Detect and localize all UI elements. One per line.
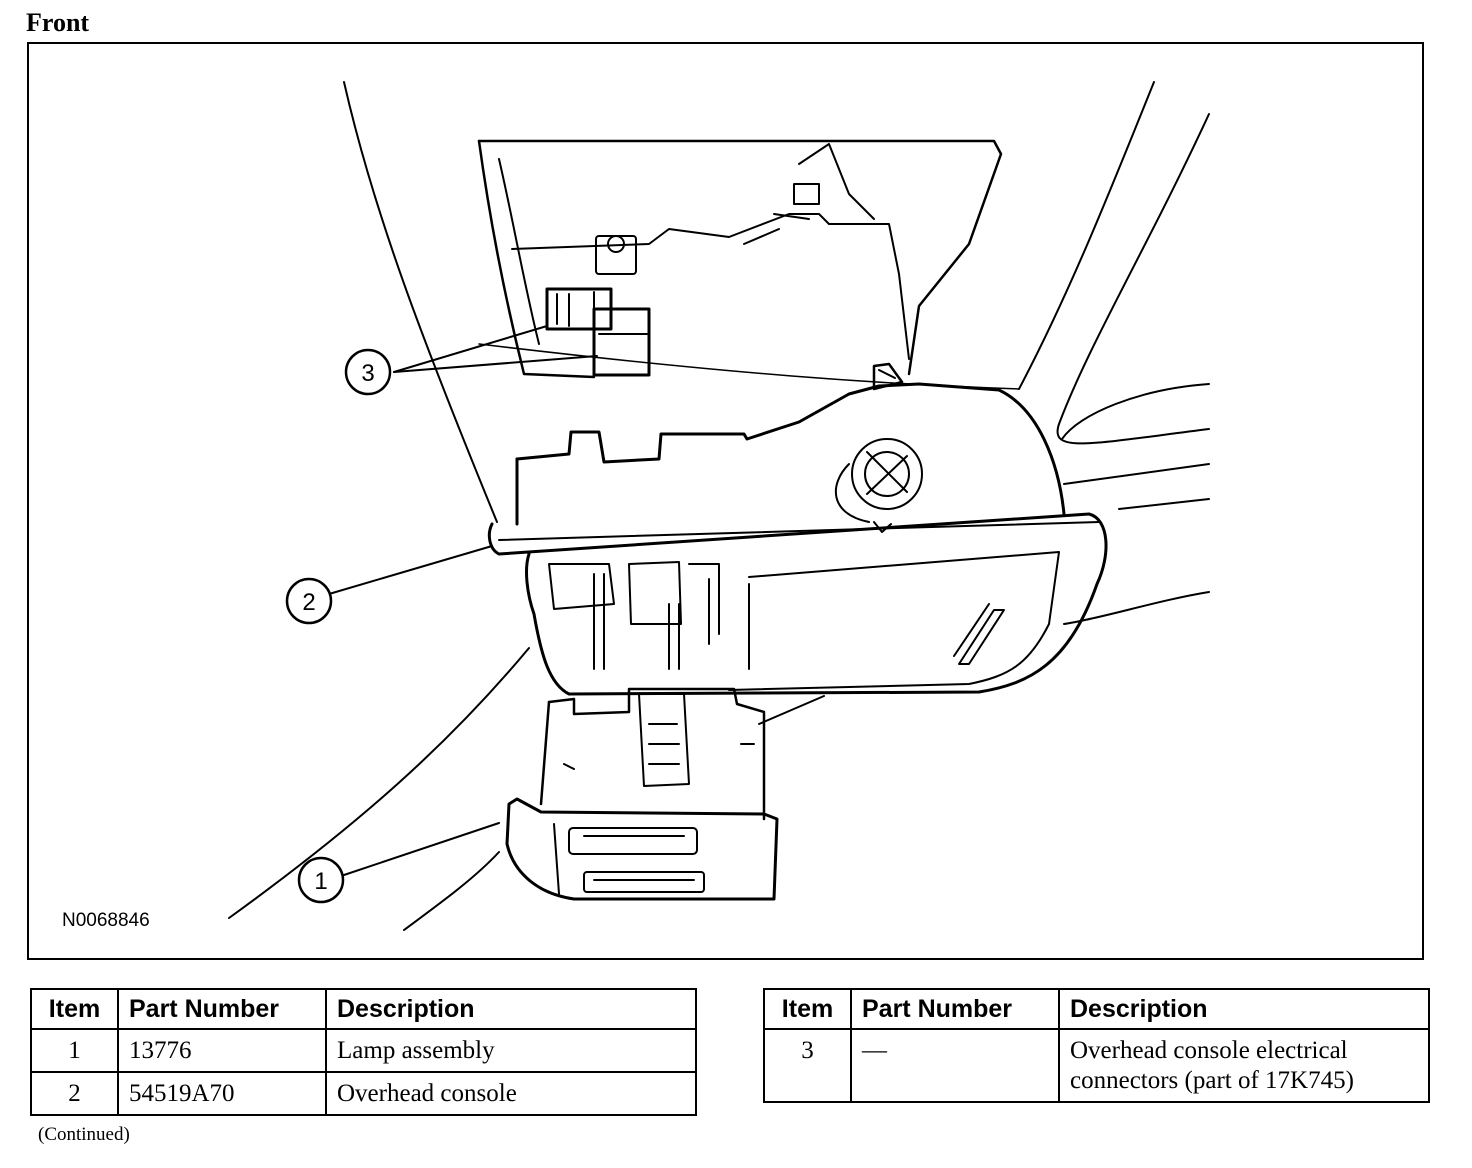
section-heading: Front xyxy=(26,8,90,37)
cell-item: 2 xyxy=(30,1071,119,1116)
continued-note: (Continued) xyxy=(38,1124,130,1145)
table-row: 1 13776 Lamp assembly xyxy=(30,1028,697,1073)
callout-2-circle xyxy=(285,577,333,625)
header-part-number: Part Number xyxy=(850,988,1060,1030)
callout-2-label: 2 xyxy=(302,589,315,616)
table-header-row: Item Part Number Description xyxy=(30,988,697,1030)
callout-3-label: 3 xyxy=(361,360,374,387)
cell-part-number: — xyxy=(850,1028,1060,1103)
cell-item: 1 xyxy=(30,1028,119,1073)
table-header-row: Item Part Number Description xyxy=(763,988,1430,1030)
exploded-diagram: 1 2 3 N0068846 xyxy=(27,42,1424,960)
header-description: Description xyxy=(325,988,697,1030)
header-item: Item xyxy=(763,988,852,1030)
cell-item: 3 xyxy=(763,1028,852,1103)
figure-id: N0068846 xyxy=(62,910,150,931)
cell-part-number: 54519A70 xyxy=(117,1071,327,1116)
header-part-number: Part Number xyxy=(117,988,327,1030)
table-row: 2 54519A70 Overhead console xyxy=(30,1071,697,1116)
cell-description: Overhead console xyxy=(325,1071,697,1116)
parts-table-left: Item Part Number Description 1 13776 Lam… xyxy=(30,988,697,1116)
callout-1-circle xyxy=(297,856,345,904)
cell-description: Overhead console electrical connectors (… xyxy=(1058,1028,1430,1103)
header-description: Description xyxy=(1058,988,1430,1030)
parts-table-right: Item Part Number Description 3 — Overhea… xyxy=(763,988,1430,1103)
header-item: Item xyxy=(30,988,119,1030)
overhead-console-illustration: 1 2 3 xyxy=(228,81,1210,931)
cell-description: Lamp assembly xyxy=(325,1028,697,1073)
callout-3-circle xyxy=(344,348,392,396)
table-row: 3 — Overhead console electrical connecto… xyxy=(763,1028,1430,1103)
callout-1-label: 1 xyxy=(314,868,327,895)
cell-part-number: 13776 xyxy=(117,1028,327,1073)
